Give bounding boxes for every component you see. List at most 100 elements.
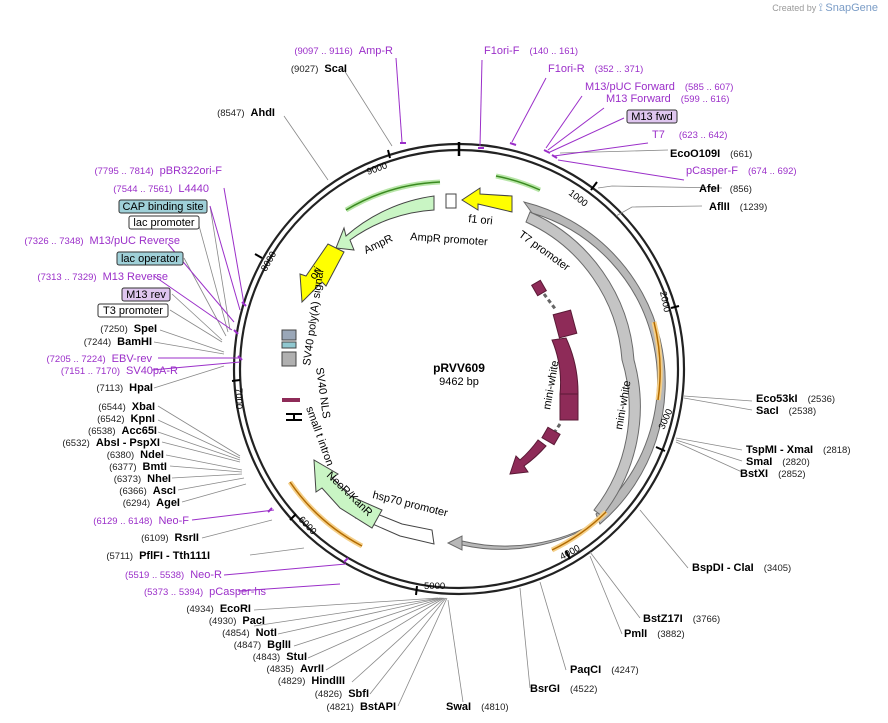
enzyme-paqci[interactable]: PaqCI(4247) xyxy=(570,664,639,676)
primer-neo-f[interactable]: (6129 .. 6148)Neo-F xyxy=(93,515,189,527)
enzyme-hpai[interactable]: (7113)HpaI xyxy=(96,382,153,394)
credit-prefix: Created by xyxy=(772,3,817,13)
primer-m13-puc-forward[interactable]: M13/pUC Forward(585 .. 607) xyxy=(585,81,733,93)
green-arc-right-core xyxy=(495,175,541,191)
boxed-label-m13-fwd[interactable]: M13 fwd xyxy=(626,109,678,124)
enzyme-xbai[interactable]: (6544)XbaI xyxy=(98,401,155,413)
boxed-label-m13-rev[interactable]: M13 rev xyxy=(121,287,171,302)
enzyme-kpni[interactable]: (6542)KpnI xyxy=(97,413,155,425)
enzyme-stui[interactable]: (4843)StuI xyxy=(253,651,307,663)
svg-text:lac promoter: lac promoter xyxy=(133,217,194,229)
enzyme-bamhi[interactable]: (7244)BamHI xyxy=(84,336,152,348)
primer-f1ori-f[interactable]: F1ori-F(140 .. 161) xyxy=(484,45,578,57)
enzyme-bstxi[interactable]: BstXI(2852) xyxy=(740,468,806,480)
primer-m13-puc-reverse[interactable]: (7326 .. 7348)M13/pUC Reverse xyxy=(24,235,180,247)
primer-pbr322ori-f[interactable]: (7795 .. 7814)pBR322ori-F xyxy=(94,165,222,177)
enzyme-sbfi[interactable]: (4826)SbfI xyxy=(315,688,369,700)
enzyme-hindiii[interactable]: (4829)HindIII xyxy=(278,675,345,687)
enzyme-rsrii[interactable]: (6109)RsrII xyxy=(141,532,199,544)
enzyme-saci[interactable]: SacI(2538) xyxy=(756,405,816,417)
svg-text:M13 fwd: M13 fwd xyxy=(631,111,673,123)
primer-m13-forward[interactable]: M13 Forward(599 .. 616) xyxy=(606,93,729,105)
enzyme-paci[interactable]: (4930)PacI xyxy=(209,615,265,627)
enzyme-spei[interactable]: (7250)SpeI xyxy=(100,323,157,335)
feature-label-f1-ori: f1 ori xyxy=(468,213,494,227)
primer-pcasper-f[interactable]: pCasper-F(674 .. 692) xyxy=(686,165,797,177)
mini-white-outer-feature[interactable] xyxy=(522,201,666,525)
enzyme-smai[interactable]: SmaI(2820) xyxy=(746,456,810,468)
feature-label-ampr: AmpR xyxy=(362,232,395,256)
boxed-label-cap-binding-site[interactable]: CAP binding site xyxy=(118,199,208,214)
neor-kanr-feature[interactable] xyxy=(313,459,383,529)
boxed-label-t3-promoter[interactable]: T3 promoter xyxy=(97,303,169,318)
small-t-intron-feature xyxy=(286,413,302,421)
enzyme-bglii[interactable]: (4847)BglII xyxy=(234,639,291,651)
sv40-polya-feature[interactable] xyxy=(281,329,297,341)
enzyme-pmli[interactable]: PmlI(3882) xyxy=(624,628,685,640)
enzyme-bmti[interactable]: (6377)BmtI xyxy=(109,461,167,473)
enzyme-bstapi[interactable]: (4821)BstAPI xyxy=(326,701,396,713)
enzyme-eco53ki[interactable]: Eco53kI(2536) xyxy=(756,393,835,405)
enzyme-nhei[interactable]: (6373)NheI xyxy=(114,473,171,485)
enzyme-bspdi-clai[interactable]: BspDI - ClaI(3405) xyxy=(692,562,791,574)
enzyme-scai[interactable]: (9027)ScaI xyxy=(291,63,347,75)
enzyme-bstz17i[interactable]: BstZ17I(3766) xyxy=(643,613,720,625)
enzyme-pflfi-tth111i[interactable]: (5711)PflFI - Tth111I xyxy=(106,550,210,562)
enzyme-afei[interactable]: AfeI(856) xyxy=(699,183,752,195)
enzyme-bsrgi[interactable]: BsrGI(4522) xyxy=(530,683,597,695)
primer-f1ori-r[interactable]: F1ori-R(352 .. 371) xyxy=(548,63,643,75)
enzyme-absi-pspxi[interactable]: (6532)AbsI - PspXI xyxy=(62,437,160,449)
enzyme-asci[interactable]: (6366)AscI xyxy=(119,485,176,497)
svg-text:M13 rev: M13 rev xyxy=(126,289,166,301)
ori-feature[interactable] xyxy=(299,243,345,304)
snapgene-credit: Created by ⟟ SnapGene xyxy=(772,2,878,15)
tick-label-5000: 5000 xyxy=(424,581,445,592)
green-arc-left-core xyxy=(345,181,441,211)
primer-pcasper-hs[interactable]: (5373 .. 5394)pCasper-hs xyxy=(144,586,267,598)
enzyme-ndei[interactable]: (6380)NdeI xyxy=(107,449,164,461)
primer-l4440[interactable]: (7544 .. 7561)L4440 xyxy=(113,183,209,195)
tick-marks xyxy=(231,149,680,596)
svg-text:T3 promoter: T3 promoter xyxy=(103,305,163,317)
primer-m13-reverse[interactable]: (7313 .. 7329)M13 Reverse xyxy=(37,271,168,283)
enzyme-agei[interactable]: (6294)AgeI xyxy=(123,497,180,509)
snapgene-logo-icon: ⟟ xyxy=(818,2,823,14)
enzyme-avrii[interactable]: (4835)AvrII xyxy=(266,663,324,675)
primer-sv40pa-r[interactable]: (7151 .. 7170)SV40pA-R xyxy=(61,365,178,377)
enzyme-tspmi-xmai[interactable]: TspMI - XmaI(2818) xyxy=(746,444,851,456)
orange-arc-6000-core xyxy=(289,481,363,547)
mini-white-outer-body[interactable] xyxy=(446,519,601,551)
primer-amp-r[interactable]: (9097 .. 9116)Amp-R xyxy=(294,45,393,57)
feature-label-ori: ori xyxy=(307,265,324,282)
enzyme-labels-left: (9027)ScaI (8547)AhdI (7250)SpeI (7244)B… xyxy=(62,63,396,713)
ampr-promoter-feature[interactable] xyxy=(445,193,457,209)
enzyme-aflii[interactable]: AflII(1239) xyxy=(709,201,767,213)
tick-label-7000: 7000 xyxy=(233,388,244,409)
enzyme-ecori[interactable]: (4934)EcoRI xyxy=(186,603,251,615)
sv40-nls-feature[interactable] xyxy=(282,398,300,402)
primer-t7[interactable]: T7(623 .. 642) xyxy=(652,129,727,141)
primer-marks xyxy=(233,142,558,563)
mini-white-inner-feature[interactable] xyxy=(509,279,579,475)
enzyme-acc65i[interactable]: (6538)Acc65I xyxy=(88,425,157,437)
boxed-label-lac-promoter[interactable]: lac promoter xyxy=(128,215,200,230)
plasmid-size: 9462 bp xyxy=(439,376,479,388)
feature-label-ampr-promoter: AmpR promoter xyxy=(410,231,489,248)
mini-white-outer-segment[interactable] xyxy=(525,211,641,517)
enzyme-ecoo109i[interactable]: EcoO109I(661) xyxy=(670,148,752,160)
primer-ebv-rev[interactable]: (7205 .. 7224)EBV-rev xyxy=(46,353,152,365)
svg-text:CAP binding site: CAP binding site xyxy=(122,201,203,213)
f1-ori-feature[interactable] xyxy=(461,187,513,213)
orange-arc-2000-core xyxy=(653,321,661,401)
primer-neo-r[interactable]: (5519 .. 5538)Neo-R xyxy=(125,569,222,581)
lac-operator-feature[interactable] xyxy=(281,341,297,349)
tick-label-8000: 8000 xyxy=(259,250,279,274)
enzyme-noti[interactable]: (4854)NotI xyxy=(222,627,277,639)
enzyme-labels-right: EcoO109I(661) AfeI(856) AflII(1239) Eco5… xyxy=(446,148,851,713)
plasmid-name: pRVV609 xyxy=(433,361,485,375)
enzyme-ahdi[interactable]: (8547)AhdI xyxy=(217,107,275,119)
t3-promoter-feature[interactable] xyxy=(281,351,297,367)
boxed-label-lac-operator[interactable]: lac operator xyxy=(116,251,184,266)
enzyme-swai[interactable]: SwaI(4810) xyxy=(446,701,509,713)
